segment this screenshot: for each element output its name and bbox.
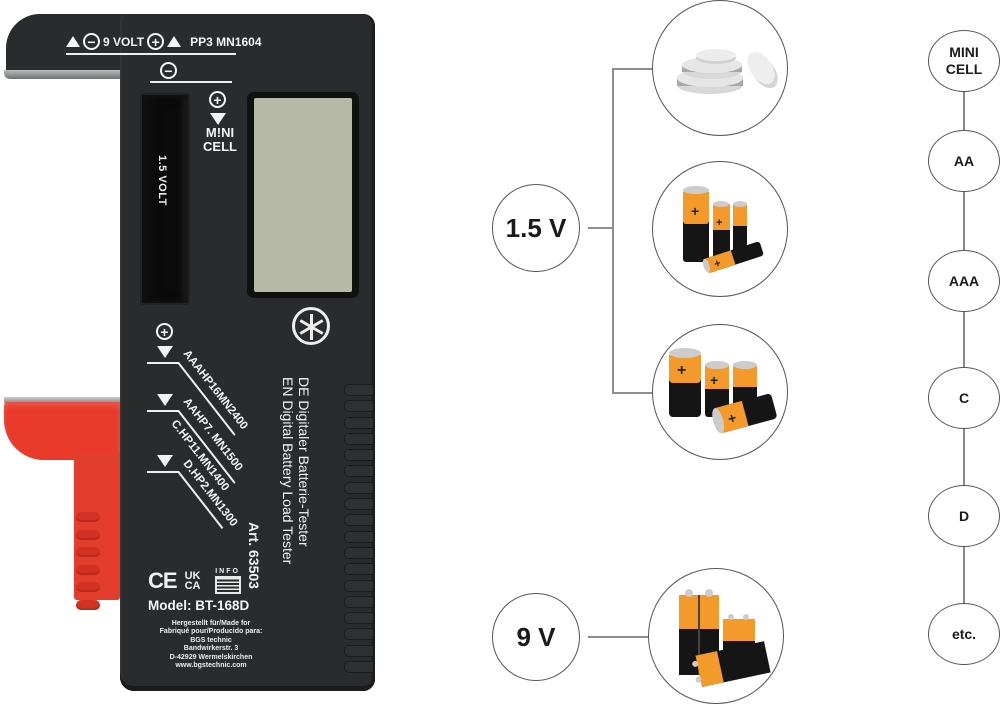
- triangle-down-icon: [157, 394, 173, 406]
- svg-text:+: +: [710, 372, 718, 388]
- slider-contact: [4, 397, 120, 403]
- plus-icon: +: [209, 91, 226, 108]
- 9v-voltage-label: 9 VOLT: [103, 34, 145, 49]
- bracket-line: [612, 68, 614, 393]
- 9v-batteries-circle: [648, 568, 784, 704]
- type-aaa: AAA: [928, 250, 1000, 312]
- divider-line: [150, 81, 232, 83]
- voltage-1-5v-circle: 1.5 V: [492, 184, 580, 272]
- svg-text:+: +: [691, 203, 699, 219]
- ce-mark-icon: CE: [148, 568, 178, 593]
- manufacturer-info: Hergestellt für/Made for Fabriqué pour/P…: [159, 620, 263, 670]
- connector-line: [588, 636, 648, 638]
- 9v-battery-codes: PP3 MN1604: [190, 34, 262, 49]
- voltage-9v-circle: 9 V: [492, 593, 580, 681]
- triangle-up-icon: [66, 36, 80, 47]
- plus-icon: +: [147, 33, 165, 50]
- types-chain-line: [963, 72, 965, 642]
- battery-slot-1-5v[interactable]: 1.5 VOLT: [140, 93, 190, 305]
- type-d: D: [928, 485, 1000, 547]
- aa-aaa-batteries-icon: + + +: [683, 186, 764, 274]
- minus-contact-icon: −: [160, 62, 177, 79]
- 9v-contact-ledge: [4, 70, 122, 79]
- divider-line: [66, 53, 236, 55]
- button-cells-icon: [677, 49, 778, 94]
- red-slider-handle[interactable]: [4, 402, 120, 610]
- triangle-down-icon: [210, 113, 226, 125]
- 9v-batteries-icon: [679, 589, 771, 687]
- type-etc: etc.: [928, 603, 1000, 665]
- plus-icon: +: [156, 323, 173, 340]
- triangle-up-icon: [167, 36, 182, 47]
- svg-text:+: +: [677, 362, 686, 379]
- book-icon: [214, 576, 241, 594]
- lcd-display: [247, 92, 359, 298]
- c-d-batteries-icon: + + +: [669, 348, 777, 434]
- 9v-label-row: − 9 VOLT + PP3 MN1604: [66, 33, 262, 50]
- c-d-batteries-circle: + + +: [652, 324, 788, 460]
- button-cells-circle: [652, 0, 788, 136]
- article-number: Art. 63503: [246, 522, 262, 589]
- svg-text:+: +: [713, 257, 723, 270]
- triangle-down-icon: [157, 346, 173, 358]
- description-de: DE Digitaler Batterie-Tester: [296, 377, 312, 547]
- svg-text:+: +: [726, 409, 738, 427]
- marker-line: [147, 362, 179, 364]
- marker-line: [147, 471, 179, 473]
- minus-icon: −: [83, 33, 100, 50]
- info-manual-icon: INFO: [214, 568, 241, 594]
- svg-text:+: +: [716, 217, 722, 229]
- type-c: C: [928, 367, 1000, 429]
- lcd-screen: [254, 98, 352, 292]
- triangle-down-icon: [157, 455, 173, 467]
- slot-label: 1.5 VOLT: [156, 155, 168, 206]
- description-en: EN Digital Battery Load Tester: [280, 377, 296, 565]
- aa-aaa-batteries-circle: + + +: [652, 161, 788, 297]
- battery-tester-device: − 9 VOLT + PP3 MN1604 − 1.5 VOLT + M!NI …: [0, 0, 380, 705]
- marker-line: [147, 410, 179, 412]
- certification-logo-icon: [292, 307, 330, 345]
- side-grip: [344, 384, 374, 677]
- type-aa: AA: [928, 130, 1000, 192]
- model-number: Model: BT-168D: [148, 598, 250, 613]
- mini-cell-label: M!NI CELL: [203, 125, 237, 154]
